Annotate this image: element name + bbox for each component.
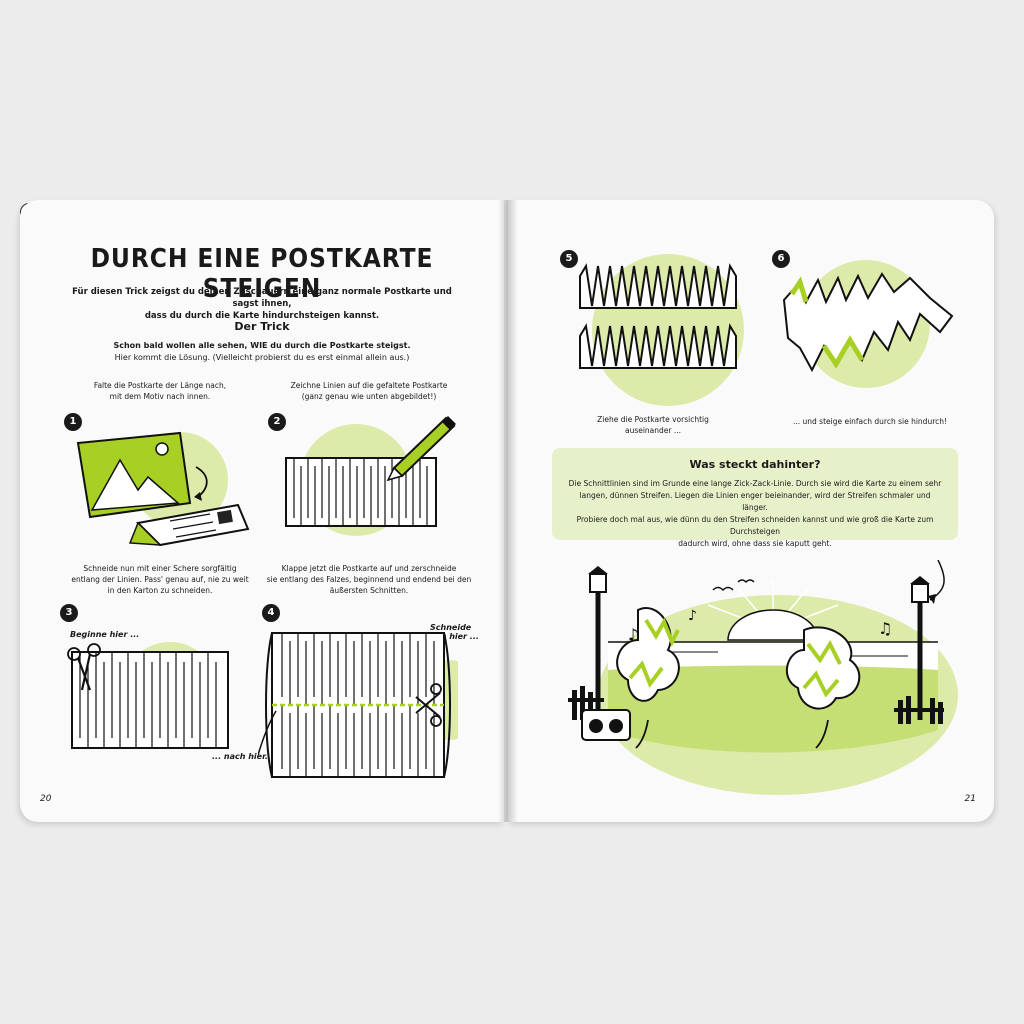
caption-line: Falte die Postkarte der Länge nach, (93, 381, 227, 390)
to-here-note: ... nach hier. (212, 752, 268, 761)
beach-scene-illustration: ♪ ♫ ♪ (568, 560, 958, 795)
begin-here-note: Beginne hier ... (70, 630, 140, 639)
explanation-line: Die Schnittlinien sind im Grunde eine la… (568, 479, 942, 488)
page-number: 20 (40, 794, 52, 804)
step-3-caption: Schneide nun mit einer Schere sorgfältig… (60, 563, 260, 596)
draw-lines-illustration (285, 416, 456, 536)
page-number: 21 (964, 794, 976, 804)
svg-text:♫: ♫ (878, 619, 892, 638)
caption-line: Ziehe die Postkarte vorsichtig (597, 415, 709, 424)
book-gutter (498, 200, 518, 822)
cut-from-here-note: Schneide von hier ... (430, 623, 479, 641)
intro-line: dass du durch die Karte hindurchsteigen … (144, 311, 380, 321)
right-page: 5 6 Ziehe die Postkarte vorsichtig ausei… (508, 200, 994, 822)
cut-lines-illustration (67, 642, 229, 749)
step-through-illustration (782, 260, 954, 388)
caption-line: entlang der Linien. Pass' genau auf, nie… (71, 575, 249, 584)
note-line: von hier ... (430, 632, 479, 641)
caption-line: äußersten Schnitten. (329, 586, 409, 595)
pull-apart-illustration (579, 254, 744, 406)
open-and-cut-illustration (258, 632, 458, 778)
caption-line: in den Karton zu schneiden. (107, 586, 213, 595)
trick-lead-bold: Schon bald wollen alle sehen, WIE du dur… (113, 341, 411, 350)
caption-line: sie entlang des Falzes, beginnend und en… (266, 575, 472, 584)
fold-postcard-illustration (76, 431, 250, 547)
step-5-caption: Ziehe die Postkarte vorsichtig auseinand… (568, 414, 738, 436)
intro-text: Für diesen Trick zeigst du deinen Zuscha… (70, 286, 454, 322)
step-4-caption: Klappe jetzt die Postkarte auf und zersc… (264, 563, 474, 596)
caption-line: Klappe jetzt die Postkarte auf und zersc… (281, 564, 457, 573)
caption-line: Zeichne Linien auf die gefaltete Postkar… (290, 381, 448, 390)
explanation-box: Was steckt dahinter? Die Schnittlinien s… (552, 448, 958, 548)
step-4-number: 4 (262, 604, 280, 622)
explanation-line: dadurch wird, ohne dass sie kaputt geht. (678, 539, 832, 548)
section-heading: Der Trick (234, 320, 290, 333)
svg-text:♪: ♪ (688, 608, 697, 624)
caption-line: mit dem Motiv nach innen. (109, 392, 211, 401)
caption-line: auseinander ... (624, 426, 682, 435)
svg-text:♪: ♪ (628, 625, 638, 644)
step-3-number: 3 (60, 604, 78, 622)
trick-lead: Hier kommt die Lösung. (Vielleicht probi… (114, 353, 410, 362)
step-2-caption: Zeichne Linien auf die gefaltete Postkar… (264, 380, 474, 402)
explanation-text: Die Schnittlinien sind im Grunde eine la… (566, 478, 944, 550)
caption-line: Schneide nun mit einer Schere sorgfältig (83, 564, 237, 573)
book-spread: DURCH EINE POSTKARTE STEIGEN Für diesen … (20, 200, 994, 822)
intro-line: Für diesen Trick zeigst du deinen Zuscha… (72, 287, 452, 309)
note-line: Schneide (430, 623, 472, 632)
step-1-caption: Falte die Postkarte der Länge nach, mit … (60, 380, 260, 402)
caption-line: (ganz genau wie unten abgebildet!) (301, 392, 437, 401)
left-page: DURCH EINE POSTKARTE STEIGEN Für diesen … (20, 200, 504, 822)
explanation-line: langen, dünnen Streifen. Liegen die Lini… (579, 491, 931, 512)
step-1-number: 1 (64, 413, 82, 431)
page-title: DURCH EINE POSTKARTE STEIGEN (90, 244, 434, 304)
step-2-number: 2 (268, 413, 286, 431)
step-6-number: 6 (772, 250, 790, 268)
step-6-caption: ... und steige einfach durch sie hindurc… (792, 417, 948, 426)
step-5-number: 5 (560, 250, 578, 268)
explanation-title: Was steckt dahinter? (689, 458, 821, 471)
explanation-line: Probiere doch mal aus, wie dünn du den S… (576, 515, 934, 536)
